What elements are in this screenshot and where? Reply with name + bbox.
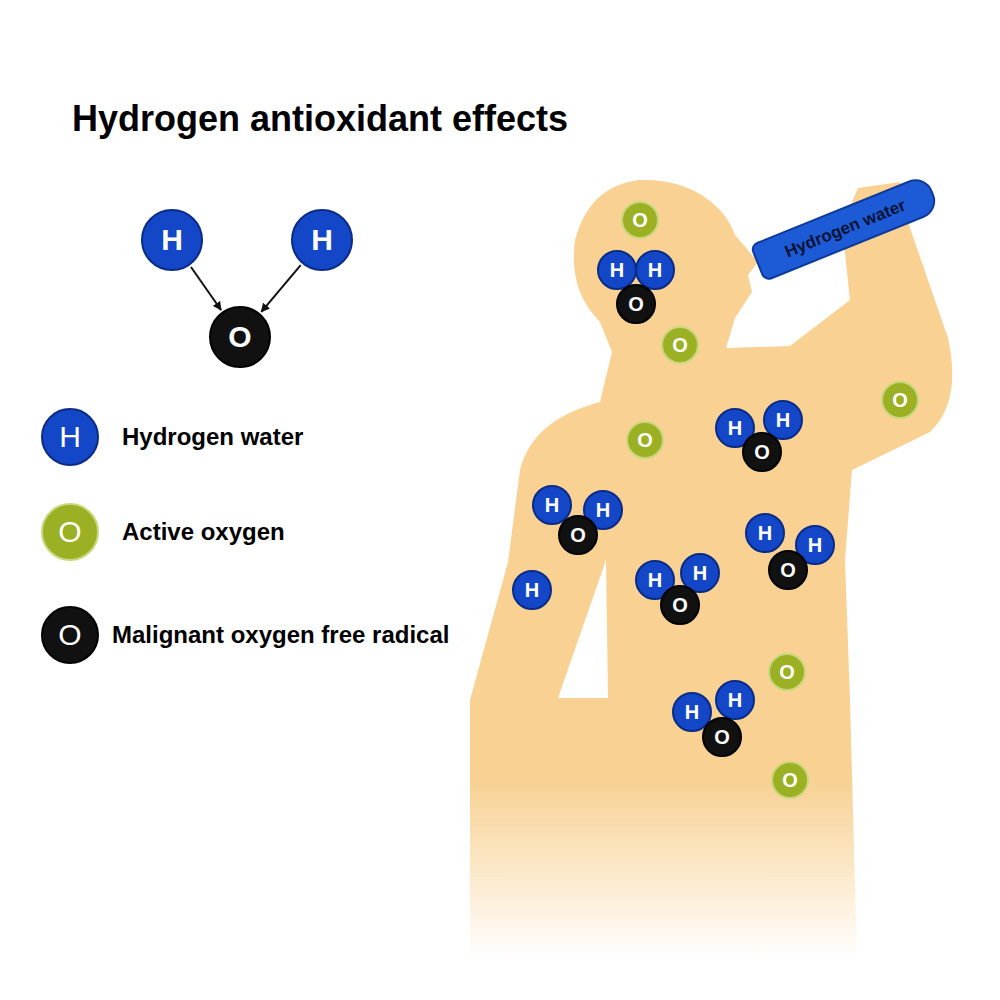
atom-letter: H <box>808 535 822 555</box>
legend-letter: O <box>58 620 81 650</box>
atom-letter: O <box>228 322 251 352</box>
active-oxygen-atom: O <box>621 201 659 239</box>
arm-gap <box>558 560 608 698</box>
free-radical-atom: O <box>702 717 742 757</box>
atom-letter: H <box>776 410 790 430</box>
atom-letter: H <box>161 225 183 255</box>
hydrogen-atom: H <box>512 570 552 610</box>
atom-letter: O <box>672 595 688 615</box>
atom-letter: H <box>311 225 333 255</box>
atom-letter: O <box>780 560 796 580</box>
free-radical-atom: O <box>768 550 808 590</box>
hydrogen-atom: H <box>141 209 203 271</box>
atom-letter: O <box>782 770 798 790</box>
free-radical-atom: O <box>616 284 656 324</box>
bottle-label: Hydrogen water <box>782 196 907 260</box>
atom-letter: H <box>728 418 742 438</box>
atom-letter: H <box>648 260 662 280</box>
atom-letter: O <box>637 430 653 450</box>
legend-text: Active oxygen <box>122 517 285 547</box>
atom-letter: O <box>672 335 688 355</box>
reaction-arrow <box>191 267 221 310</box>
atom-letter: O <box>754 442 770 462</box>
legend-swatch: O <box>41 606 99 664</box>
atom-letter: H <box>693 563 707 583</box>
atom-letter: O <box>570 525 586 545</box>
free-radical-atom: O <box>742 432 782 472</box>
atom-letter: O <box>892 390 908 410</box>
reaction-arrow <box>261 265 300 312</box>
diagram-title: Hydrogen antioxidant effects <box>72 98 568 140</box>
atom-letter: H <box>685 702 699 722</box>
atom-letter: H <box>728 690 742 710</box>
atom-letter: O <box>779 662 795 682</box>
legend-text: Hydrogen water <box>122 422 303 452</box>
legend-swatch: H <box>41 408 99 466</box>
hydrogen-atom: H <box>745 513 785 553</box>
legend-swatch: O <box>41 503 99 561</box>
active-oxygen-atom: O <box>771 761 809 799</box>
legend-text: Malignant oxygen free radical <box>112 620 449 650</box>
legend-letter: O <box>58 517 81 547</box>
active-oxygen-atom: O <box>881 381 919 419</box>
atom-letter: O <box>632 210 648 230</box>
active-oxygen-atom: O <box>768 653 806 691</box>
active-oxygen-atom: O <box>661 326 699 364</box>
atom-letter: H <box>648 570 662 590</box>
legend-letter: H <box>59 422 81 452</box>
atom-letter: H <box>596 500 610 520</box>
atom-letter: H <box>610 260 624 280</box>
atom-letter: H <box>545 495 559 515</box>
atom-letter: O <box>628 294 644 314</box>
hydrogen-atom: H <box>715 680 755 720</box>
person-silhouette <box>470 180 952 1000</box>
hydrogen-atom: H <box>291 209 353 271</box>
active-oxygen-atom: O <box>626 421 664 459</box>
free-radical-atom: O <box>558 515 598 555</box>
atom-letter: H <box>758 523 772 543</box>
atom-letter: O <box>714 727 730 747</box>
atom-letter: H <box>525 580 539 600</box>
free-radical-atom: O <box>209 306 271 368</box>
free-radical-atom: O <box>660 585 700 625</box>
water-bottle: Hydrogen water <box>749 174 940 282</box>
